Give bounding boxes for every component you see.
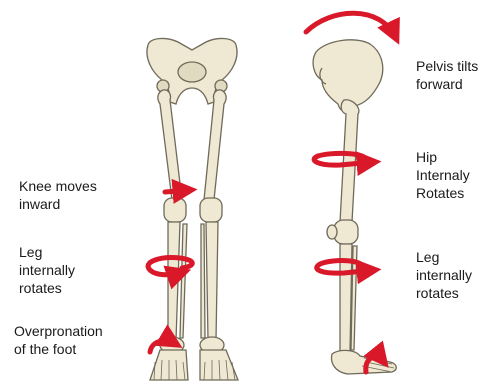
knee-moves-inward-label: Knee moves inward bbox=[19, 177, 97, 213]
front-sacrum bbox=[178, 62, 206, 82]
leg-internally-rotates-side-label: Leg internally rotates bbox=[416, 248, 472, 302]
hip-internally-rotates-label: Hip Internaly Rotates bbox=[416, 148, 470, 202]
front-tibia-left bbox=[168, 222, 180, 340]
side-femur bbox=[340, 100, 359, 222]
leg-internally-rotates-front-label: Leg internally rotates bbox=[19, 243, 75, 297]
front-femur-left bbox=[158, 90, 182, 200]
front-knee-left bbox=[164, 198, 186, 222]
front-view-skeleton bbox=[147, 38, 238, 380]
pelvis-tilts-forward-label: Pelvis tilts forward bbox=[416, 57, 478, 93]
pelvis-tilt-arrow bbox=[306, 13, 396, 38]
overpronation-label: Overpronation of the foot bbox=[14, 322, 103, 358]
knee-inward-arrow bbox=[165, 190, 190, 192]
front-fibula-right bbox=[201, 224, 205, 338]
front-femur-right bbox=[204, 90, 226, 200]
side-view-skeleton bbox=[313, 40, 396, 374]
front-fibula-left bbox=[180, 224, 187, 338]
front-tibia-right bbox=[206, 222, 218, 340]
front-knee-right bbox=[200, 198, 222, 222]
